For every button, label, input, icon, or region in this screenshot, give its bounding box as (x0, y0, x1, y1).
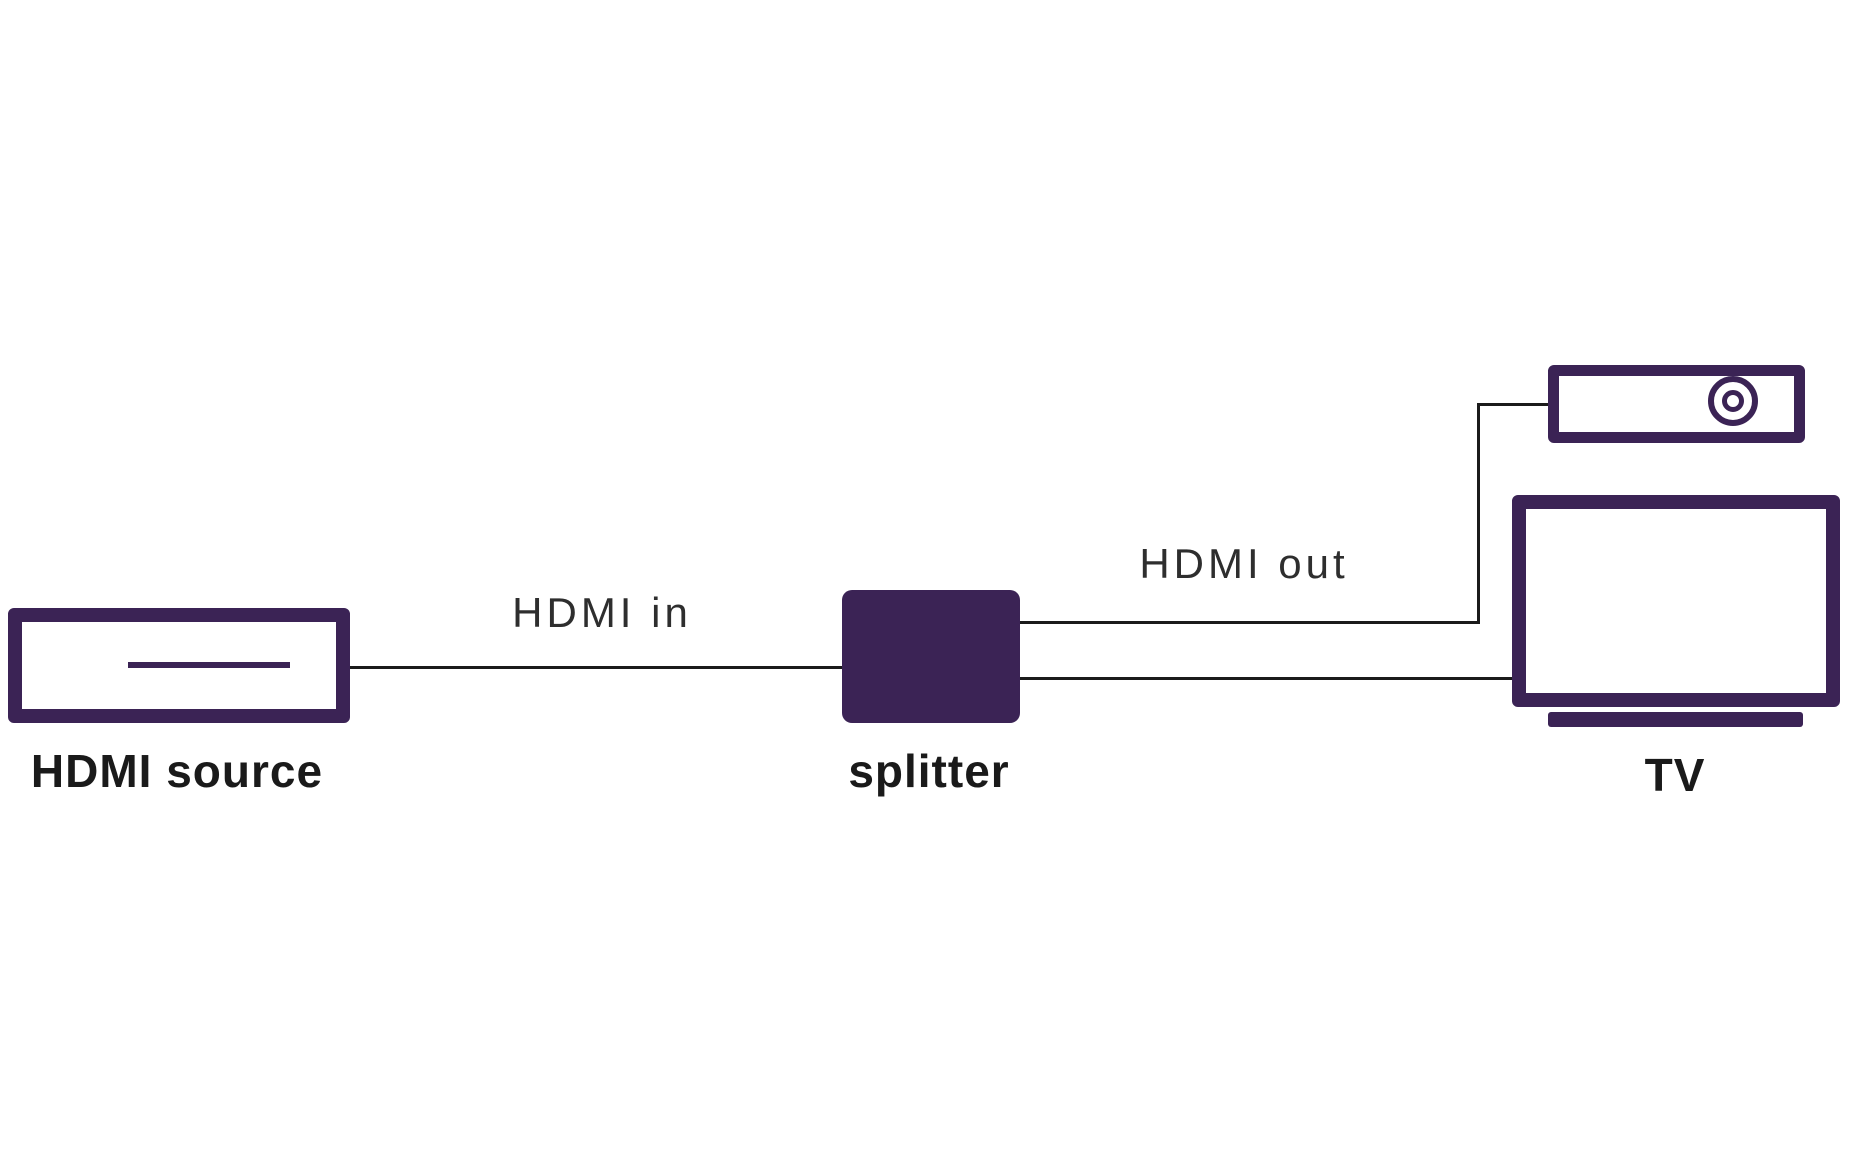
wire-hdmi-out-upper-top (1477, 403, 1551, 406)
tv-screen-icon (1512, 495, 1840, 707)
hdmi-source-label: HDMI source (30, 745, 324, 797)
splitter-block-icon (842, 590, 1020, 723)
hdmi-source-box-icon (8, 608, 350, 723)
projector-lens-icon (1548, 365, 1805, 443)
hdmi-out-label: HDMI out (1139, 540, 1349, 587)
projector-lens-outer-circle-icon (1708, 376, 1758, 426)
wire-hdmi-out-lower (1020, 677, 1515, 680)
splitter-label: splitter (848, 745, 1010, 797)
wire-hdmi-out-upper-horizontal (1020, 621, 1480, 624)
tv-stand-icon (1548, 712, 1803, 727)
hdmi-source-slot-icon (128, 662, 290, 668)
tv-label: TV (1644, 749, 1706, 801)
wire-hdmi-out-upper-vertical (1477, 403, 1480, 624)
wire-hdmi-in (350, 666, 842, 669)
hdmi-in-label: HDMI in (512, 589, 692, 636)
projector-lens-inner-circle-icon (1722, 390, 1744, 412)
